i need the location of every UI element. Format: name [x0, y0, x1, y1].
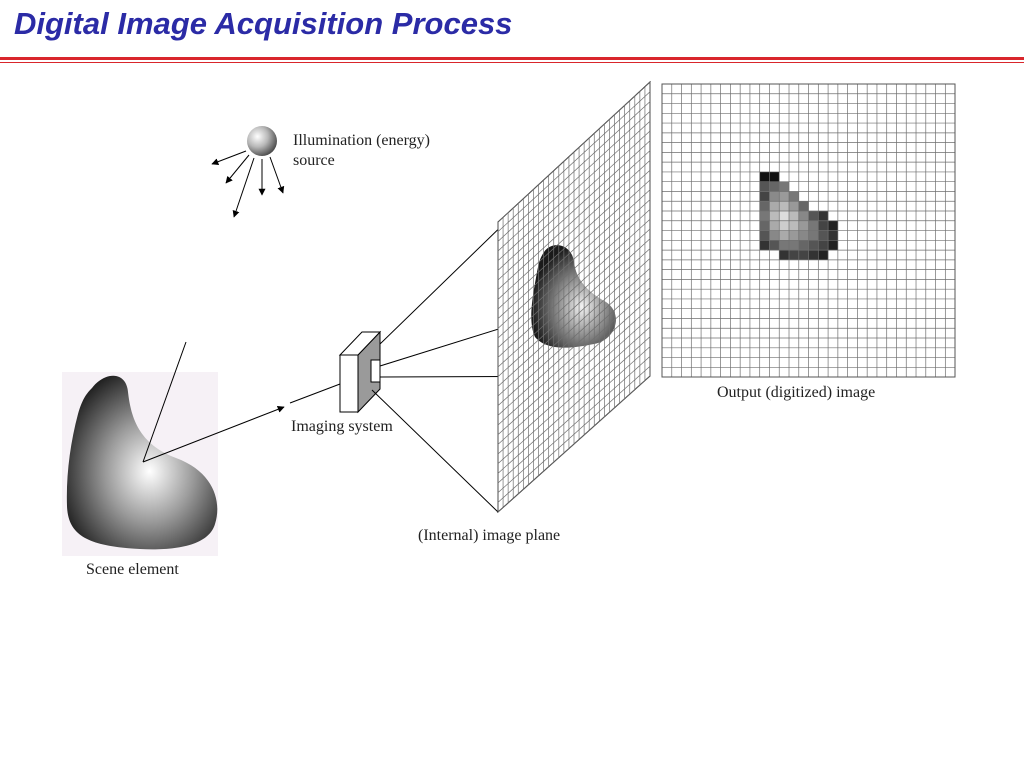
illumination-label-2: source — [293, 152, 335, 169]
scene-element-label: Scene element — [86, 561, 179, 578]
projected-image-blob — [531, 245, 616, 348]
image-plane — [497, 80, 651, 514]
image-plane-label: (Internal) image plane — [418, 527, 560, 544]
imaging-system — [338, 330, 382, 414]
slide-title: Digital Image Acquisition Process — [14, 6, 513, 41]
scene-blob — [66, 375, 218, 550]
output-image — [661, 83, 956, 378]
light-sphere-icon — [247, 126, 277, 156]
imaging-system-label: Imaging system — [291, 418, 393, 435]
illumination-source — [211, 126, 285, 218]
illumination-label: Illumination (energy) — [293, 132, 430, 149]
title-underline — [0, 57, 1024, 60]
scene-element — [62, 372, 218, 556]
output-image-label: Output (digitized) image — [717, 384, 875, 401]
title-underline-thin — [0, 62, 1024, 63]
